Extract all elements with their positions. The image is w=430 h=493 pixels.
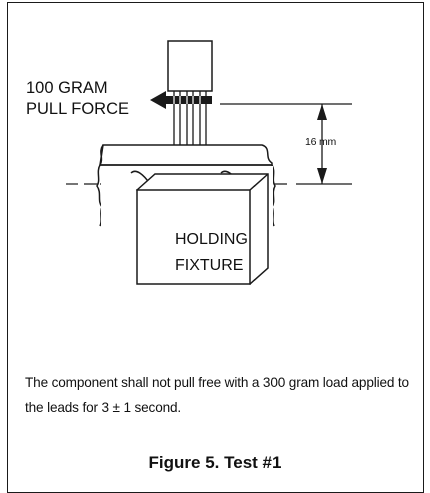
test-note: The component shall not pull free with a… — [25, 375, 409, 415]
pull-force-line-2: PULL FORCE — [26, 100, 129, 118]
fixture-label: HOLDING FIXTURE — [175, 227, 248, 279]
holding-fixture — [135, 173, 269, 285]
fixture-line-1: HOLDING — [175, 231, 248, 248]
circuit-board — [96, 144, 276, 227]
pull-force-label: 100 GRAM PULL FORCE — [26, 78, 129, 120]
pull-force-arrow — [150, 91, 212, 109]
figure-caption: Figure 5. Test #1 — [148, 453, 282, 472]
component-body — [167, 40, 213, 92]
pull-force-line-1: 100 GRAM — [26, 79, 108, 97]
dimension-line — [296, 104, 352, 185]
fixture-line-2: FIXTURE — [175, 257, 244, 274]
dimension-label: 16 mm — [305, 136, 337, 148]
